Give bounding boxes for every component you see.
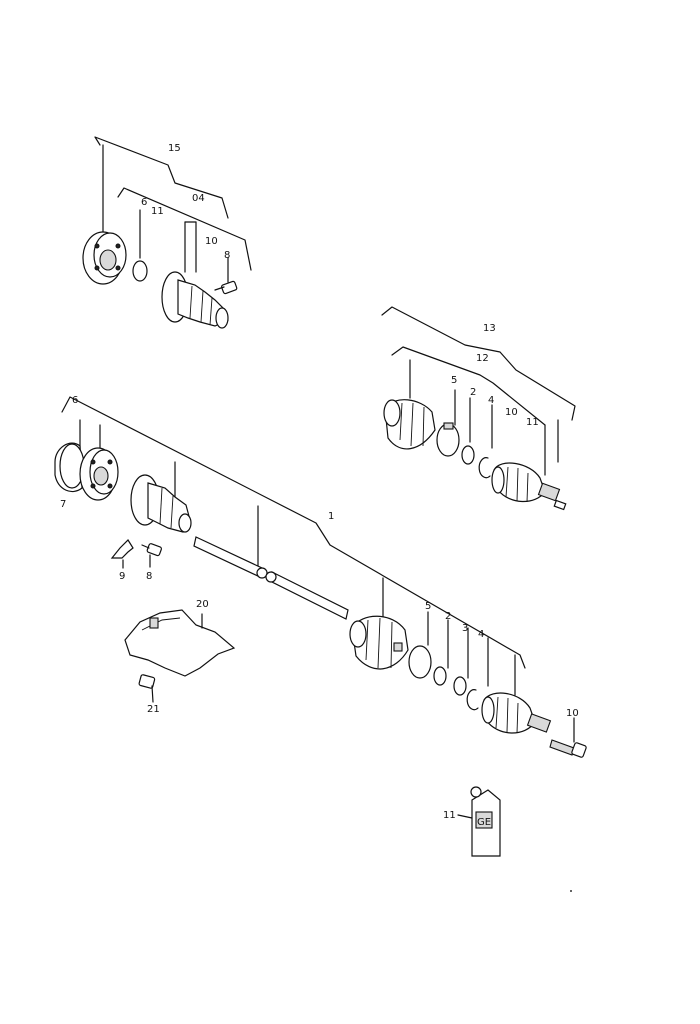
leader-line-subgroup (117, 187, 252, 271)
assembly-group-15 (82, 136, 252, 329)
circlip-part-lower (466, 689, 479, 711)
callout-20: 20 (196, 599, 209, 610)
assembly-group-1 (54, 396, 587, 758)
bolt-part (214, 280, 238, 295)
callout-2-upper: 2 (470, 387, 476, 398)
tube-label: GE (477, 817, 491, 828)
callout-6-top: 6 (141, 197, 147, 208)
boot-part (161, 271, 229, 329)
callout-5-lower: 5 (425, 601, 431, 612)
callout-11-lower: 11 (443, 810, 456, 821)
callout-4-lower: 4 (478, 629, 484, 640)
heat-shield-group (124, 609, 236, 703)
callout-04: 04 (192, 193, 205, 204)
ring-part-lower (433, 666, 447, 686)
inner-boot-part (130, 474, 192, 533)
callout-7: 7 (60, 499, 66, 510)
flange-plate-part (54, 442, 85, 493)
callout-13: 13 (483, 323, 496, 334)
callout-21: 21 (147, 704, 160, 715)
bracket-part (110, 539, 134, 559)
cv-joint-part (491, 462, 567, 511)
drive-shaft-part (193, 536, 349, 620)
callout-8-main: 8 (146, 571, 152, 582)
heat-shield-part (124, 609, 236, 677)
callout-6-main: 6 (72, 395, 78, 406)
boot-part-upper (383, 399, 436, 450)
hex-bolt-part (549, 717, 587, 758)
leader-line-13 (381, 306, 576, 421)
callout-10-upper: 10 (505, 407, 518, 418)
assembly-group-13 (381, 306, 576, 511)
callout-8-top: 8 (224, 250, 230, 261)
circlip-part-upper (478, 457, 491, 479)
callout-11-top: 11 (151, 206, 164, 217)
leader-line-15 (94, 136, 229, 219)
boot-part-lower (349, 615, 409, 670)
outer-cv-joint-part (79, 447, 119, 501)
callout-9: 9 (119, 571, 125, 582)
spacer-part (453, 676, 467, 696)
callout-labels: 15 6 11 04 10 8 13 12 5 2 4 10 11 6 7 1 … (60, 143, 579, 821)
callout-3: 3 (462, 623, 468, 634)
callout-2-lower: 2 (445, 611, 451, 622)
callout-15: 15 (168, 143, 181, 154)
leader-line-1 (61, 396, 526, 669)
callout-4-upper: 4 (488, 395, 494, 406)
grease-tube-part (457, 786, 501, 857)
leader-line-12 (391, 346, 546, 426)
clamp-part-lower (408, 645, 432, 679)
stray-dot (570, 890, 572, 892)
callout-11-upper: 11 (526, 417, 539, 428)
callout-1: 1 (328, 511, 334, 522)
callout-10-lower: 10 (566, 708, 579, 719)
circlip-part (132, 260, 148, 282)
callout-12: 12 (476, 353, 489, 364)
shield-bolt-part (138, 674, 156, 689)
callout-5-upper: 5 (451, 375, 457, 386)
cv-joint-part-lower (481, 692, 552, 734)
callout-10-top: 10 (205, 236, 218, 247)
ring-part (461, 445, 475, 465)
flange-part (82, 231, 127, 285)
bolt-part-lower (141, 543, 162, 568)
